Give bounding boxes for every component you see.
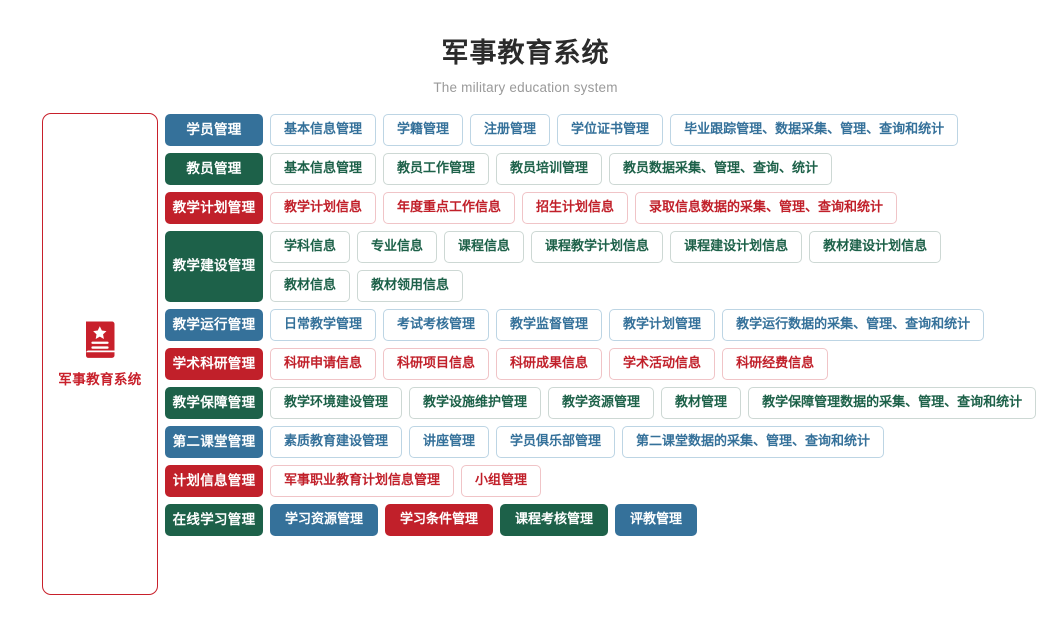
category-row: 第二课堂管理素质教育建设管理讲座管理学员俱乐部管理第二课堂数据的采集、管理、查询… bbox=[165, 425, 1051, 458]
category-button[interactable]: 教学保障管理 bbox=[165, 386, 263, 419]
module-button[interactable]: 学籍管理 bbox=[383, 113, 464, 146]
module-button[interactable]: 第二课堂数据的采集、管理、查询和统计 bbox=[622, 425, 885, 458]
module-button[interactable]: 课程教学计划信息 bbox=[531, 230, 664, 263]
page-body: 军事教育系统 学员管理基本信息管理学籍管理注册管理学位证书管理毕业跟踪管理、数据… bbox=[0, 95, 1051, 595]
module-button[interactable]: 科研项目信息 bbox=[383, 347, 490, 380]
items-line: 学习资源管理学习条件管理课程考核管理评教管理 bbox=[270, 503, 1051, 536]
module-button[interactable]: 日常教学管理 bbox=[270, 308, 377, 341]
category-row: 在线学习管理学习资源管理学习条件管理课程考核管理评教管理 bbox=[165, 503, 1051, 536]
module-button[interactable]: 教学保障管理数据的采集、管理、查询和统计 bbox=[748, 386, 1037, 419]
module-button[interactable]: 考试考核管理 bbox=[383, 308, 490, 341]
category-items: 教学计划信息年度重点工作信息招生计划信息录取信息数据的采集、管理、查询和统计 bbox=[270, 191, 1051, 224]
module-button[interactable]: 教材领用信息 bbox=[357, 269, 464, 302]
category-button[interactable]: 学员管理 bbox=[165, 113, 263, 146]
category-button[interactable]: 在线学习管理 bbox=[165, 503, 263, 536]
category-items: 科研申请信息科研项目信息科研成果信息学术活动信息科研经费信息 bbox=[270, 347, 1051, 380]
items-line: 基本信息管理教员工作管理教员培训管理教员数据采集、管理、查询、统计 bbox=[270, 152, 1051, 185]
module-button[interactable]: 教学计划信息 bbox=[270, 191, 377, 224]
items-line: 基本信息管理学籍管理注册管理学位证书管理毕业跟踪管理、数据采集、管理、查询和统计 bbox=[270, 113, 1051, 146]
module-button[interactable]: 教员工作管理 bbox=[383, 152, 490, 185]
module-button[interactable]: 教学运行数据的采集、管理、查询和统计 bbox=[722, 308, 985, 341]
module-button[interactable]: 注册管理 bbox=[470, 113, 551, 146]
category-button[interactable]: 第二课堂管理 bbox=[165, 425, 263, 458]
module-button[interactable]: 基本信息管理 bbox=[270, 152, 377, 185]
module-button[interactable]: 素质教育建设管理 bbox=[270, 425, 403, 458]
module-button[interactable]: 教员培训管理 bbox=[496, 152, 603, 185]
module-button[interactable]: 科研申请信息 bbox=[270, 347, 377, 380]
category-items: 学习资源管理学习条件管理课程考核管理评教管理 bbox=[270, 503, 1051, 536]
module-button[interactable]: 学术活动信息 bbox=[609, 347, 716, 380]
page-title: 军事教育系统 bbox=[441, 38, 610, 68]
category-button[interactable]: 教员管理 bbox=[165, 152, 263, 185]
items-line: 素质教育建设管理讲座管理学员俱乐部管理第二课堂数据的采集、管理、查询和统计 bbox=[270, 425, 1051, 458]
module-button[interactable]: 录取信息数据的采集、管理、查询和统计 bbox=[635, 191, 898, 224]
module-button[interactable]: 教材信息 bbox=[270, 269, 351, 302]
module-button[interactable]: 科研成果信息 bbox=[496, 347, 603, 380]
category-row: 教员管理基本信息管理教员工作管理教员培训管理教员数据采集、管理、查询、统计 bbox=[165, 152, 1051, 185]
category-row: 教学建设管理学科信息专业信息课程信息课程教学计划信息课程建设计划信息教材建设计划… bbox=[165, 230, 1051, 302]
category-row: 教学计划管理教学计划信息年度重点工作信息招生计划信息录取信息数据的采集、管理、查… bbox=[165, 191, 1051, 224]
items-line: 日常教学管理考试考核管理教学监督管理教学计划管理教学运行数据的采集、管理、查询和… bbox=[270, 308, 1051, 341]
module-button[interactable]: 教学监督管理 bbox=[496, 308, 603, 341]
module-button[interactable]: 学习资源管理 bbox=[270, 503, 379, 536]
module-button[interactable]: 小组管理 bbox=[461, 464, 542, 497]
category-row: 学员管理基本信息管理学籍管理注册管理学位证书管理毕业跟踪管理、数据采集、管理、查… bbox=[165, 113, 1051, 146]
module-button[interactable]: 招生计划信息 bbox=[522, 191, 629, 224]
category-row: 计划信息管理军事职业教育计划信息管理小组管理 bbox=[165, 464, 1051, 497]
sidebar-brand-label: 军事教育系统 bbox=[58, 372, 142, 388]
module-button[interactable]: 讲座管理 bbox=[409, 425, 490, 458]
module-button[interactable]: 教材建设计划信息 bbox=[809, 230, 942, 263]
category-button[interactable]: 教学运行管理 bbox=[165, 308, 263, 341]
module-button[interactable]: 毕业跟踪管理、数据采集、管理、查询和统计 bbox=[670, 113, 959, 146]
module-button[interactable]: 课程信息 bbox=[444, 230, 525, 263]
module-button[interactable]: 学员俱乐部管理 bbox=[496, 425, 616, 458]
module-button[interactable]: 评教管理 bbox=[615, 503, 698, 536]
category-button[interactable]: 教学计划管理 bbox=[165, 191, 263, 224]
module-button[interactable]: 课程考核管理 bbox=[500, 503, 609, 536]
items-line: 教学环境建设管理教学设施维护管理教学资源管理教材管理教学保障管理数据的采集、管理… bbox=[270, 386, 1051, 419]
category-items: 学科信息专业信息课程信息课程教学计划信息课程建设计划信息教材建设计划信息教材信息… bbox=[270, 230, 1051, 302]
category-items: 素质教育建设管理讲座管理学员俱乐部管理第二课堂数据的采集、管理、查询和统计 bbox=[270, 425, 1051, 458]
category-row: 学术科研管理科研申请信息科研项目信息科研成果信息学术活动信息科研经费信息 bbox=[165, 347, 1051, 380]
module-button[interactable]: 教学设施维护管理 bbox=[409, 386, 542, 419]
module-button[interactable]: 专业信息 bbox=[357, 230, 438, 263]
items-line: 科研申请信息科研项目信息科研成果信息学术活动信息科研经费信息 bbox=[270, 347, 1051, 380]
module-button[interactable]: 课程建设计划信息 bbox=[670, 230, 803, 263]
category-button[interactable]: 计划信息管理 bbox=[165, 464, 263, 497]
category-items: 教学环境建设管理教学设施维护管理教学资源管理教材管理教学保障管理数据的采集、管理… bbox=[270, 386, 1051, 419]
category-items: 军事职业教育计划信息管理小组管理 bbox=[270, 464, 1051, 497]
module-button[interactable]: 学科信息 bbox=[270, 230, 351, 263]
category-grid: 学员管理基本信息管理学籍管理注册管理学位证书管理毕业跟踪管理、数据采集、管理、查… bbox=[158, 113, 1051, 536]
items-line: 教材信息教材领用信息 bbox=[270, 269, 1051, 302]
module-button[interactable]: 基本信息管理 bbox=[270, 113, 377, 146]
module-button[interactable]: 学位证书管理 bbox=[557, 113, 664, 146]
module-button[interactable]: 教学资源管理 bbox=[548, 386, 655, 419]
category-button[interactable]: 学术科研管理 bbox=[165, 347, 263, 380]
module-button[interactable]: 教学计划管理 bbox=[609, 308, 716, 341]
module-button[interactable]: 教材管理 bbox=[661, 386, 742, 419]
page-subtitle: The military education system bbox=[433, 79, 618, 95]
category-items: 日常教学管理考试考核管理教学监督管理教学计划管理教学运行数据的采集、管理、查询和… bbox=[270, 308, 1051, 341]
category-items: 基本信息管理学籍管理注册管理学位证书管理毕业跟踪管理、数据采集、管理、查询和统计 bbox=[270, 113, 1051, 146]
items-line: 军事职业教育计划信息管理小组管理 bbox=[270, 464, 1051, 497]
category-button[interactable]: 教学建设管理 bbox=[165, 230, 263, 302]
book-star-icon bbox=[85, 321, 115, 359]
module-button[interactable]: 学习条件管理 bbox=[385, 503, 494, 536]
module-button[interactable]: 年度重点工作信息 bbox=[383, 191, 516, 224]
module-button[interactable]: 教员数据采集、管理、查询、统计 bbox=[609, 152, 833, 185]
category-items: 基本信息管理教员工作管理教员培训管理教员数据采集、管理、查询、统计 bbox=[270, 152, 1051, 185]
items-line: 学科信息专业信息课程信息课程教学计划信息课程建设计划信息教材建设计划信息 bbox=[270, 230, 1051, 263]
sidebar[interactable]: 军事教育系统 bbox=[42, 112, 158, 595]
items-line: 教学计划信息年度重点工作信息招生计划信息录取信息数据的采集、管理、查询和统计 bbox=[270, 191, 1051, 224]
module-button[interactable]: 科研经费信息 bbox=[722, 347, 829, 380]
module-button[interactable]: 军事职业教育计划信息管理 bbox=[270, 464, 455, 497]
category-row: 教学保障管理教学环境建设管理教学设施维护管理教学资源管理教材管理教学保障管理数据… bbox=[165, 386, 1051, 419]
page-header: 军事教育系统 The military education system bbox=[0, 0, 1051, 95]
category-row: 教学运行管理日常教学管理考试考核管理教学监督管理教学计划管理教学运行数据的采集、… bbox=[165, 308, 1051, 341]
module-button[interactable]: 教学环境建设管理 bbox=[270, 386, 403, 419]
